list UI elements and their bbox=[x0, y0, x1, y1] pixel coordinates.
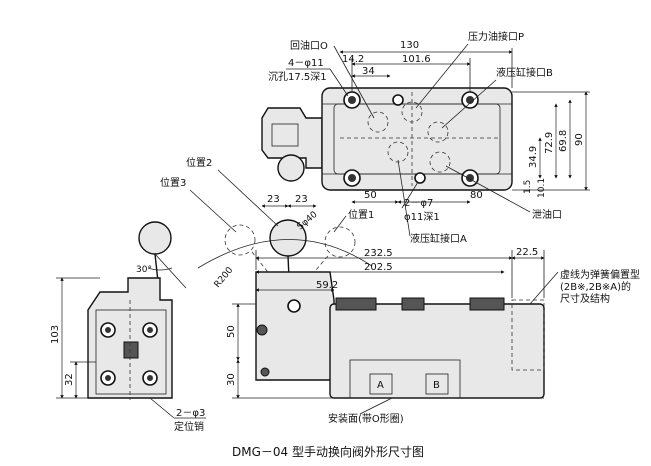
dim-72-9: 72.9 bbox=[544, 132, 555, 154]
pos3-label: 位置3 bbox=[160, 176, 186, 189]
port-b-label: 液压缸接口B bbox=[496, 66, 553, 79]
dim-23b: 23 bbox=[295, 194, 308, 205]
hole-depth-label: φ11深1 bbox=[404, 211, 440, 223]
dim-232-5: 232.5 bbox=[364, 248, 393, 259]
dim-22-5: 22.5 bbox=[516, 247, 538, 258]
dim-101-6: 101.6 bbox=[402, 54, 431, 65]
mount-face-label: 安装面(带O形圈) bbox=[328, 412, 404, 425]
port-o-icon bbox=[367, 111, 389, 133]
return-port-label: 回油口O bbox=[290, 39, 328, 52]
mark-a: A bbox=[377, 380, 384, 391]
dim-130: 130 bbox=[400, 40, 419, 51]
pressure-port-label: 压力油接口P bbox=[468, 30, 524, 43]
pos2-label: 位置2 bbox=[186, 156, 212, 169]
handle-ball-icon bbox=[269, 219, 307, 257]
dim-50: 50 bbox=[364, 190, 377, 201]
dim-30-front: 30 bbox=[226, 373, 237, 386]
valve-body-top bbox=[321, 87, 513, 191]
figure-caption: DMG－04 型手动换向阀外形尺寸图 bbox=[232, 444, 424, 459]
top-view: 130 14.2 101.6 34 回油口O 4－φ11 沉孔17.5深1 压力… bbox=[261, 30, 590, 245]
dim-69-8: 69.8 bbox=[558, 130, 569, 152]
side-knob-icon bbox=[138, 221, 172, 255]
knob-top bbox=[277, 154, 305, 182]
port-b-icon bbox=[427, 121, 449, 143]
dim-34: 34 bbox=[362, 66, 375, 77]
note-line2: (2B※,2B※A)的 bbox=[560, 280, 631, 293]
locating-pin-label: 定位销 bbox=[174, 420, 204, 433]
dim-59-2: 59.2 bbox=[316, 280, 338, 291]
pos1-label: 位置1 bbox=[348, 208, 374, 221]
dim-14-2: 14.2 bbox=[342, 54, 364, 65]
dim-202-5: 202.5 bbox=[364, 262, 393, 273]
drain-label: 泄油口 bbox=[532, 208, 562, 221]
dim-34-9: 34.9 bbox=[528, 146, 539, 168]
pins-label: 2－φ3 bbox=[176, 408, 205, 419]
dim-80: 80 bbox=[470, 190, 483, 201]
dim-103: 103 bbox=[50, 325, 61, 344]
dim-90: 90 bbox=[574, 133, 585, 146]
dim-10-1: 10.1 bbox=[537, 178, 547, 198]
port-a-label: 液压缸接口A bbox=[410, 232, 467, 245]
holes-2-label: 2－φ7 bbox=[404, 198, 433, 209]
dim-30deg: 30° bbox=[136, 265, 152, 275]
dim-sphere: Sφ40 bbox=[296, 210, 320, 233]
note-line3: 尺寸及结构 bbox=[560, 292, 610, 305]
dim-50-front: 50 bbox=[226, 325, 237, 338]
port-t-icon bbox=[429, 151, 451, 173]
counterbore-label: 沉孔17.5深1 bbox=[268, 70, 327, 83]
dim-1-5: 1.5 bbox=[523, 180, 533, 194]
side-view: 30° 103 32 2－φ3 定位销 bbox=[50, 221, 206, 433]
dim-r200: R200 bbox=[213, 265, 236, 290]
holes-4-label: 4－φ11 bbox=[288, 58, 324, 69]
note-line1: 虚线为弹簧偏置型 bbox=[560, 268, 640, 281]
front-view: A B 232.5 22.5 202.5 59.2 50 30 虚线为弹簧偏置型… bbox=[226, 247, 640, 425]
dim-23a: 23 bbox=[267, 194, 280, 205]
dim-32: 32 bbox=[64, 373, 75, 386]
mark-b: B bbox=[433, 380, 440, 391]
